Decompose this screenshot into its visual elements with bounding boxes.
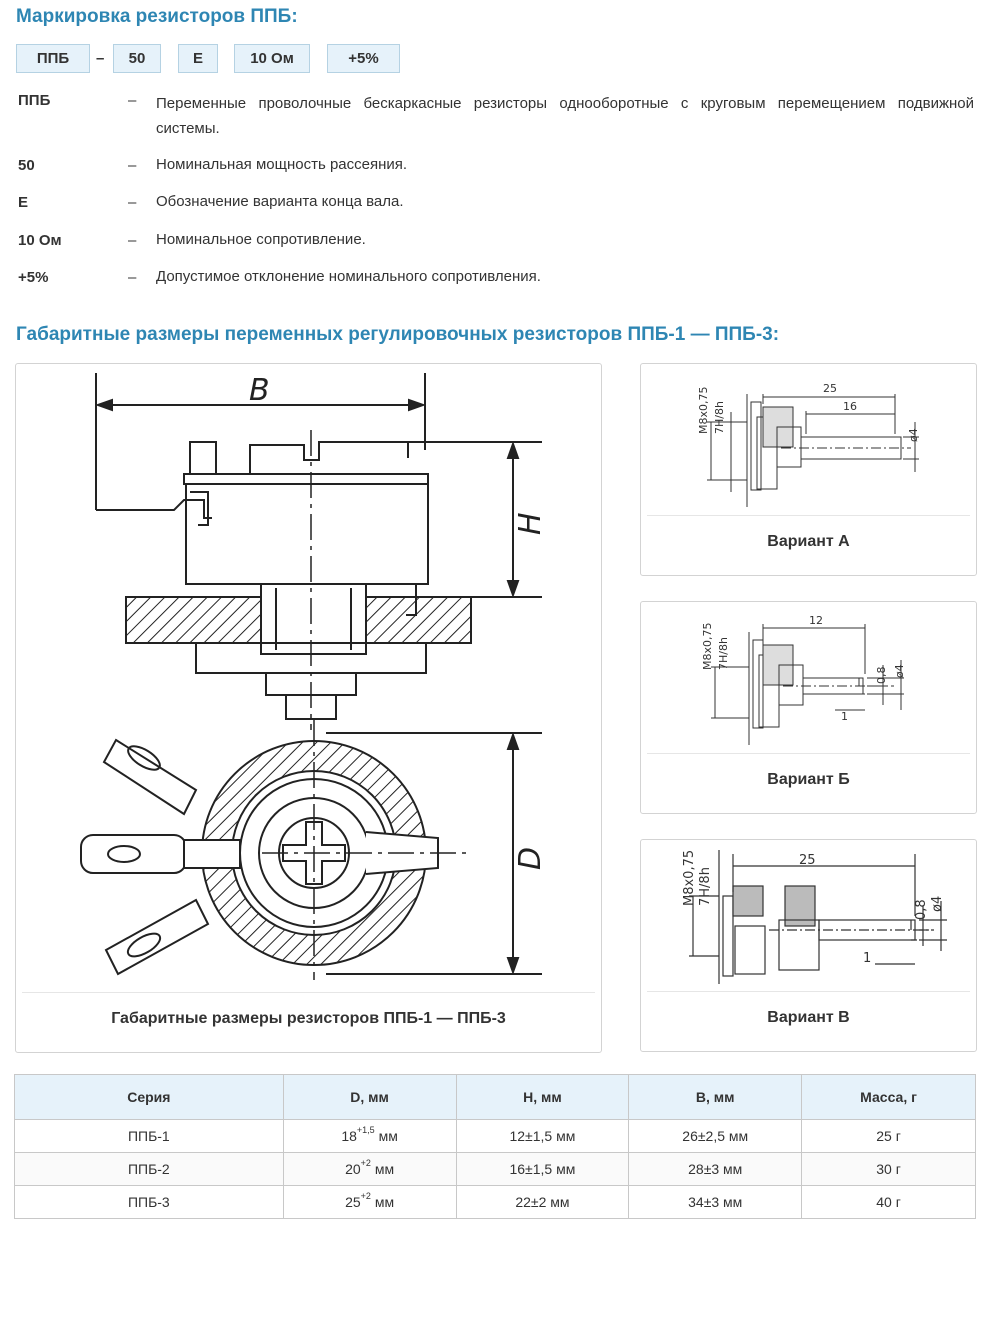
table-header-row: Серия D, мм H, мм B, мм Масса, г: [14, 1074, 976, 1120]
code-pill-series: ППБ: [16, 44, 90, 73]
card-divider: [647, 991, 970, 992]
diameter-label: ø4: [907, 428, 920, 442]
dimension-label-1: 1: [841, 710, 848, 723]
cell-d: 25+2 мм: [282, 1185, 457, 1219]
cell-series: ППБ-3: [14, 1185, 284, 1219]
fit-label: 7H/8h: [713, 401, 726, 434]
header-series: Серия: [14, 1074, 284, 1120]
variant-a-card: M8x0,75 7H/8h 25 16 ø4 Вариант А: [640, 363, 977, 576]
definition-dash: –: [128, 194, 137, 211]
code-pill-power: 50: [113, 44, 161, 73]
definition-text: Переменные проволочные бескаркасные рези…: [156, 95, 974, 137]
header-mass: Масса, г: [801, 1074, 976, 1120]
variant-b-card: M8x0,75 7H/8h 12 0,8 ø4 1 Вариант Б: [640, 601, 977, 814]
cell-mass: 25 г: [801, 1119, 976, 1153]
specifications-table: Серия D, мм H, мм B, мм Масса, г ППБ-1 1…: [14, 1074, 976, 1219]
definition-text: Номинальная мощность рассеяния.: [156, 156, 408, 173]
definition-term: 10 Ом: [18, 232, 62, 249]
main-drawing-caption: Габаритные размеры резисторов ППБ-1 — ПП…: [111, 1010, 506, 1027]
cell-b: 26±2,5 мм: [628, 1119, 803, 1153]
cell-series: ППБ-2: [14, 1152, 284, 1186]
cell-mass: 30 г: [801, 1152, 976, 1186]
thread-label: M8x0,75: [682, 850, 697, 906]
cell-h: 12±1,5 мм: [455, 1119, 630, 1153]
card-divider: [647, 515, 970, 516]
dimension-label-25: 25: [823, 382, 837, 395]
dimension-label-12: 12: [809, 614, 823, 627]
fit-label: 7H/8h: [698, 867, 713, 906]
header-b: B, мм: [628, 1074, 803, 1120]
cell-h: 16±1,5 мм: [455, 1152, 630, 1186]
header-d: D, мм: [282, 1074, 457, 1120]
definition-dash: –: [128, 269, 137, 286]
cell-series: ППБ-1: [14, 1119, 284, 1153]
header-h: H, мм: [455, 1074, 630, 1120]
variant-a-caption: Вариант А: [767, 533, 850, 550]
table-row: ППБ-2 20+2 мм 16±1,5 мм 28±3 мм 30 г: [14, 1152, 976, 1186]
variant-v-drawing: M8x0,75 7H/8h 25 0,8 ø4 1: [682, 850, 947, 984]
thread-label: M8x0,75: [697, 387, 710, 435]
fit-label: 7H/8h: [717, 637, 730, 670]
dimension-label-08: 0,8: [914, 899, 929, 920]
marking-title: Маркировка резисторов ППБ:: [16, 6, 298, 27]
dimension-label-25: 25: [799, 853, 816, 868]
definition-term: +5%: [18, 269, 49, 286]
definition-term: 50: [18, 157, 35, 174]
dimension-label-h: H: [513, 512, 548, 535]
dimension-label-08: 0,8: [875, 667, 888, 685]
definition-text: Номинальное сопротивление.: [156, 231, 366, 248]
dimension-label-1: 1: [863, 951, 871, 966]
definition-text: Обозначение варианта конца вала.: [156, 193, 404, 210]
dimension-label-b: B: [249, 373, 270, 408]
definition-text: Допустимое отклонение номинального сопро…: [156, 268, 541, 285]
table-row: ППБ-3 25+2 мм 22±2 мм 34±3 мм 40 г: [14, 1185, 976, 1219]
cell-d: 18+1,5 мм: [282, 1119, 457, 1153]
code-pill-resistance: 10 Ом: [234, 44, 310, 73]
dimension-label-d: D: [513, 847, 548, 870]
thread-label: M8x0,75: [701, 623, 714, 671]
table-row: ППБ-1 18+1,5 мм 12±1,5 мм 26±2,5 мм 25 г: [14, 1119, 976, 1153]
variant-v-card: M8x0,75 7H/8h 25 0,8 ø4 1 Вариант В: [640, 839, 977, 1052]
cell-b: 28±3 мм: [628, 1152, 803, 1186]
variant-b-caption: Вариант Б: [767, 771, 850, 788]
dimensions-title: Габаритные размеры переменных регулирово…: [16, 324, 780, 345]
code-separator: –: [96, 50, 105, 67]
diameter-label: ø4: [893, 664, 906, 678]
definition-term: Е: [18, 194, 29, 211]
card-divider: [647, 753, 970, 754]
card-divider: [22, 992, 595, 993]
cell-d: 20+2 мм: [282, 1152, 457, 1186]
main-drawing-card: B H D Габаритные размеры резисторов ППБ-…: [15, 363, 602, 1053]
definition-dash: –: [128, 157, 137, 174]
variant-v-caption: Вариант В: [767, 1009, 850, 1026]
code-pill-shaft: Е: [178, 44, 218, 73]
definition-term: ППБ: [18, 92, 51, 109]
variant-b-drawing: M8x0,75 7H/8h 12 0,8 ø4 1: [701, 614, 906, 745]
definition-dash: –: [128, 232, 137, 249]
definition-dash: –: [128, 92, 137, 109]
cell-b: 34±3 мм: [628, 1185, 803, 1219]
cell-mass: 40 г: [801, 1185, 976, 1219]
main-dimension-drawing: B H D: [80, 373, 548, 980]
dimension-label-16: 16: [843, 400, 857, 413]
diameter-label: ø4: [930, 896, 945, 912]
cell-h: 22±2 мм: [455, 1185, 630, 1219]
variant-a-drawing: M8x0,75 7H/8h 25 16 ø4: [697, 382, 920, 507]
code-pill-tolerance: +5%: [327, 44, 400, 73]
